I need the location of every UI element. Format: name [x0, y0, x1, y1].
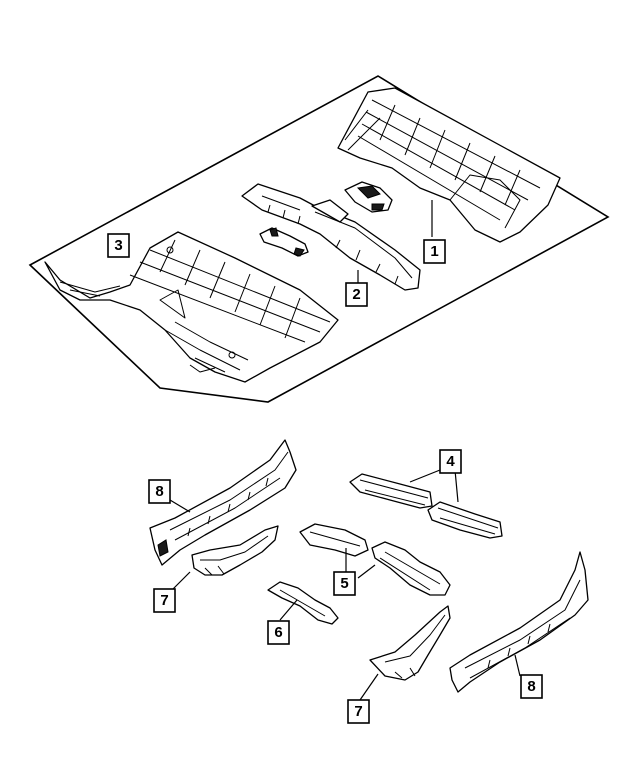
floor-support-bracket	[267, 581, 339, 625]
callout-7-left: 7	[153, 588, 176, 613]
callout-1: 1	[423, 239, 446, 264]
callout-6: 6	[267, 620, 290, 645]
floor-bracket	[344, 181, 393, 213]
floor-assembly-outline	[28, 75, 610, 403]
leader-7a	[171, 571, 191, 591]
callout-5: 5	[333, 571, 356, 596]
leader-4a	[409, 469, 441, 483]
floor-rails	[349, 473, 503, 539]
svg-text:6: 6	[274, 624, 282, 641]
floor-strap	[259, 227, 309, 257]
callout-2: 2	[345, 282, 368, 307]
svg-text:1: 1	[430, 243, 438, 260]
callout-7-right: 7	[347, 699, 370, 724]
front-floor-pan	[44, 231, 339, 383]
callout-8-right: 8	[520, 674, 543, 699]
svg-text:5: 5	[340, 575, 348, 592]
callout-3: 3	[107, 233, 130, 258]
right-crossmember-bracket	[369, 605, 451, 681]
rear-floor-pan	[337, 87, 561, 243]
leader-8a	[169, 499, 191, 513]
svg-text:7: 7	[160, 592, 168, 609]
callout-4: 4	[439, 449, 462, 474]
leader-4b	[454, 469, 459, 503]
svg-text:2: 2	[352, 286, 360, 303]
leader-6	[279, 599, 298, 621]
leader-7b	[359, 673, 379, 701]
left-sill-reinforcement	[149, 439, 297, 566]
svg-text:8: 8	[527, 678, 535, 695]
right-sill-reinforcement	[449, 551, 589, 693]
svg-text:8: 8	[155, 483, 163, 500]
floor-pan-brackets	[299, 523, 451, 596]
callout-8-left: 8	[148, 479, 171, 504]
svg-text:7: 7	[354, 703, 362, 720]
left-crossmember-bracket	[191, 525, 279, 576]
svg-text:3: 3	[114, 237, 122, 254]
floor-crossmember	[241, 183, 421, 291]
leader-5b	[357, 564, 376, 579]
svg-text:4: 4	[446, 453, 455, 470]
leader-8b	[514, 654, 521, 677]
